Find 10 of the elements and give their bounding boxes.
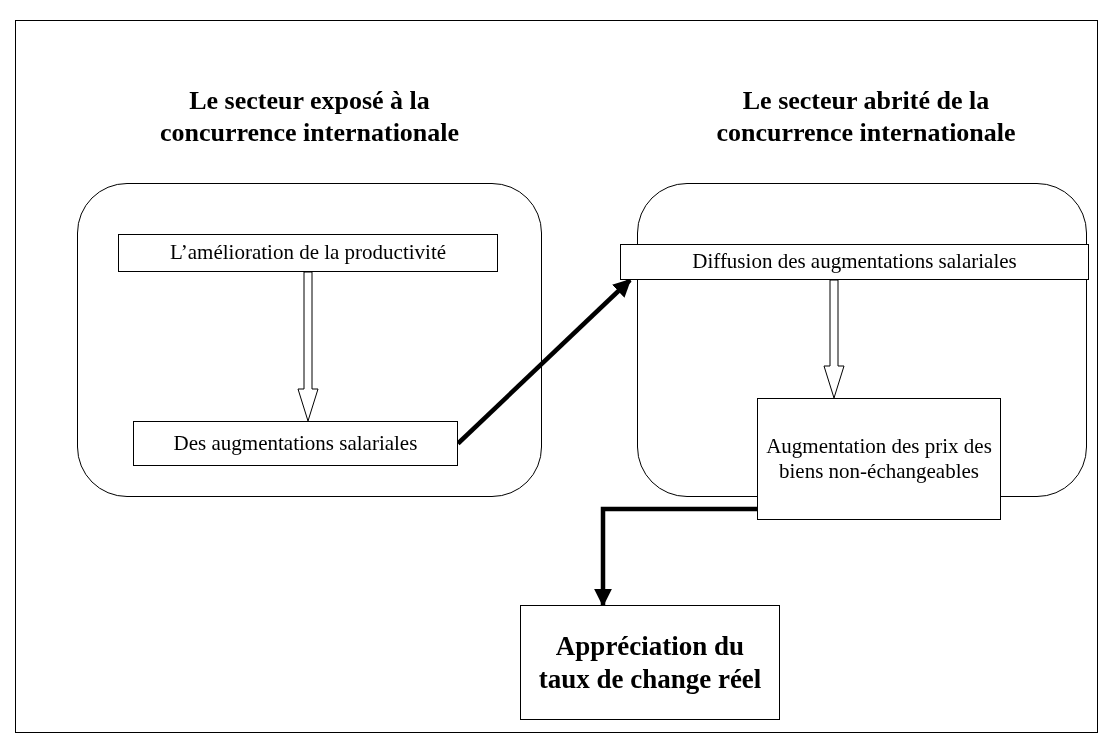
sector-heading: Le secteur exposé à la concurrence internationale (158, 85, 461, 149)
hollow-arrow (297, 271, 319, 422)
process-box: Des augmentations salariales (133, 421, 458, 466)
process-box: Augmentation des prix des biens non-échangeables (757, 398, 1001, 520)
process-box: L’amélioration de la productivité (118, 234, 498, 272)
arrow (456, 278, 632, 446)
sector-heading: Le secteur abrité de la concurrence internationale (715, 85, 1017, 149)
hollow-arrow (823, 279, 845, 399)
process-box: Appréciation du taux de change réel (520, 605, 780, 720)
arrow (594, 506, 757, 607)
